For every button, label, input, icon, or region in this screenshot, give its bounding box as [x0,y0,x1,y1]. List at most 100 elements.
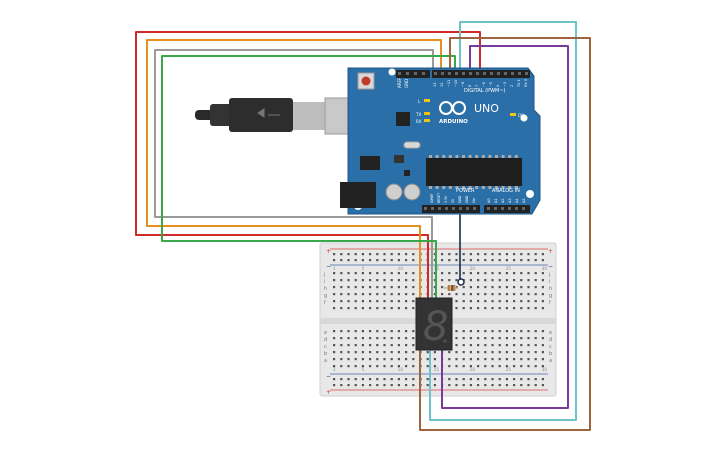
breadboard-hole[interactable] [491,293,494,296]
rail-hole[interactable] [340,384,343,387]
header-pin[interactable] [511,72,514,75]
breadboard-hole[interactable] [376,351,379,354]
header-pin[interactable] [473,207,476,210]
breadboard-hole[interactable] [469,358,472,361]
breadboard-hole[interactable] [527,307,530,310]
breadboard-hole[interactable] [534,307,537,310]
rail-hole[interactable] [376,259,379,262]
rail-hole[interactable] [369,253,372,256]
breadboard-hole[interactable] [354,293,357,296]
breadboard-hole[interactable] [534,337,537,340]
breadboard-hole[interactable] [333,344,336,347]
breadboard-hole[interactable] [469,279,472,282]
rail-hole[interactable] [361,259,364,262]
header-pin[interactable] [422,72,425,75]
breadboard-hole[interactable] [369,300,372,303]
breadboard-hole[interactable] [541,358,544,361]
breadboard-hole[interactable] [390,300,393,303]
breadboard-hole[interactable] [376,365,379,368]
breadboard-hole[interactable] [505,272,508,275]
breadboard-hole[interactable] [383,351,386,354]
rail-hole[interactable] [469,378,472,381]
breadboard-hole[interactable] [412,365,415,368]
breadboard-hole[interactable] [505,286,508,289]
breadboard-hole[interactable] [513,286,516,289]
breadboard-hole[interactable] [333,351,336,354]
header-pin[interactable] [455,72,458,75]
rail-hole[interactable] [354,378,357,381]
rail-hole[interactable] [333,378,336,381]
breadboard-hole[interactable] [405,300,408,303]
breadboard-hole[interactable] [469,344,472,347]
rail-hole[interactable] [520,253,523,256]
breadboard-hole[interactable] [448,365,451,368]
breadboard-hole[interactable] [369,272,372,275]
breadboard-hole[interactable] [347,307,350,310]
breadboard-hole[interactable] [354,337,357,340]
rail-hole[interactable] [354,259,357,262]
breadboard-hole[interactable] [534,272,537,275]
breadboard-hole[interactable] [455,358,458,361]
header-pin[interactable] [518,72,521,75]
rail-hole[interactable] [412,384,415,387]
breadboard-hole[interactable] [455,272,458,275]
breadboard-hole[interactable] [513,300,516,303]
rail-hole[interactable] [441,253,444,256]
breadboard-hole[interactable] [361,300,364,303]
breadboard-hole[interactable] [520,293,523,296]
breadboard-hole[interactable] [448,272,451,275]
rail-hole[interactable] [469,384,472,387]
rail-hole[interactable] [390,384,393,387]
breadboard-hole[interactable] [369,286,372,289]
breadboard-hole[interactable] [520,351,523,354]
breadboard-hole[interactable] [347,330,350,333]
breadboard-hole[interactable] [527,300,530,303]
breadboard-hole[interactable] [390,365,393,368]
breadboard-hole[interactable] [376,286,379,289]
breadboard-hole[interactable] [405,307,408,310]
breadboard-hole[interactable] [505,279,508,282]
breadboard-hole[interactable] [534,286,537,289]
breadboard-hole[interactable] [527,272,530,275]
breadboard-hole[interactable] [361,337,364,340]
breadboard-hole[interactable] [541,307,544,310]
breadboard-hole[interactable] [541,279,544,282]
breadboard-hole[interactable] [498,293,501,296]
rail-hole[interactable] [405,384,408,387]
breadboard-hole[interactable] [369,344,372,347]
rail-hole[interactable] [520,378,523,381]
breadboard-hole[interactable] [462,272,465,275]
breadboard-hole[interactable] [477,337,480,340]
breadboard-hole[interactable] [426,351,429,354]
breadboard-hole[interactable] [534,293,537,296]
rail-hole[interactable] [369,378,372,381]
breadboard-hole[interactable] [369,337,372,340]
breadboard-hole[interactable] [462,344,465,347]
rail-hole[interactable] [469,259,472,262]
breadboard-hole[interactable] [484,300,487,303]
breadboard-hole[interactable] [412,358,415,361]
breadboard-hole[interactable] [397,293,400,296]
breadboard-hole[interactable] [369,279,372,282]
breadboard-hole[interactable] [505,330,508,333]
rail-hole[interactable] [397,384,400,387]
breadboard-hole[interactable] [433,272,436,275]
rail-hole[interactable] [541,253,544,256]
rail-hole[interactable] [397,378,400,381]
rail-hole[interactable] [534,253,537,256]
breadboard-hole[interactable] [354,300,357,303]
breadboard-hole[interactable] [397,358,400,361]
breadboard-hole[interactable] [462,330,465,333]
breadboard-hole[interactable] [484,293,487,296]
rail-hole[interactable] [513,384,516,387]
header-pin[interactable] [462,72,465,75]
breadboard-hole[interactable] [405,365,408,368]
breadboard-hole[interactable] [426,365,429,368]
breadboard-hole[interactable] [383,330,386,333]
breadboard-hole[interactable] [520,300,523,303]
rail-hole[interactable] [498,378,501,381]
breadboard-hole[interactable] [505,307,508,310]
rail-hole[interactable] [462,253,465,256]
breadboard-hole[interactable] [491,272,494,275]
breadboard-hole[interactable] [498,358,501,361]
